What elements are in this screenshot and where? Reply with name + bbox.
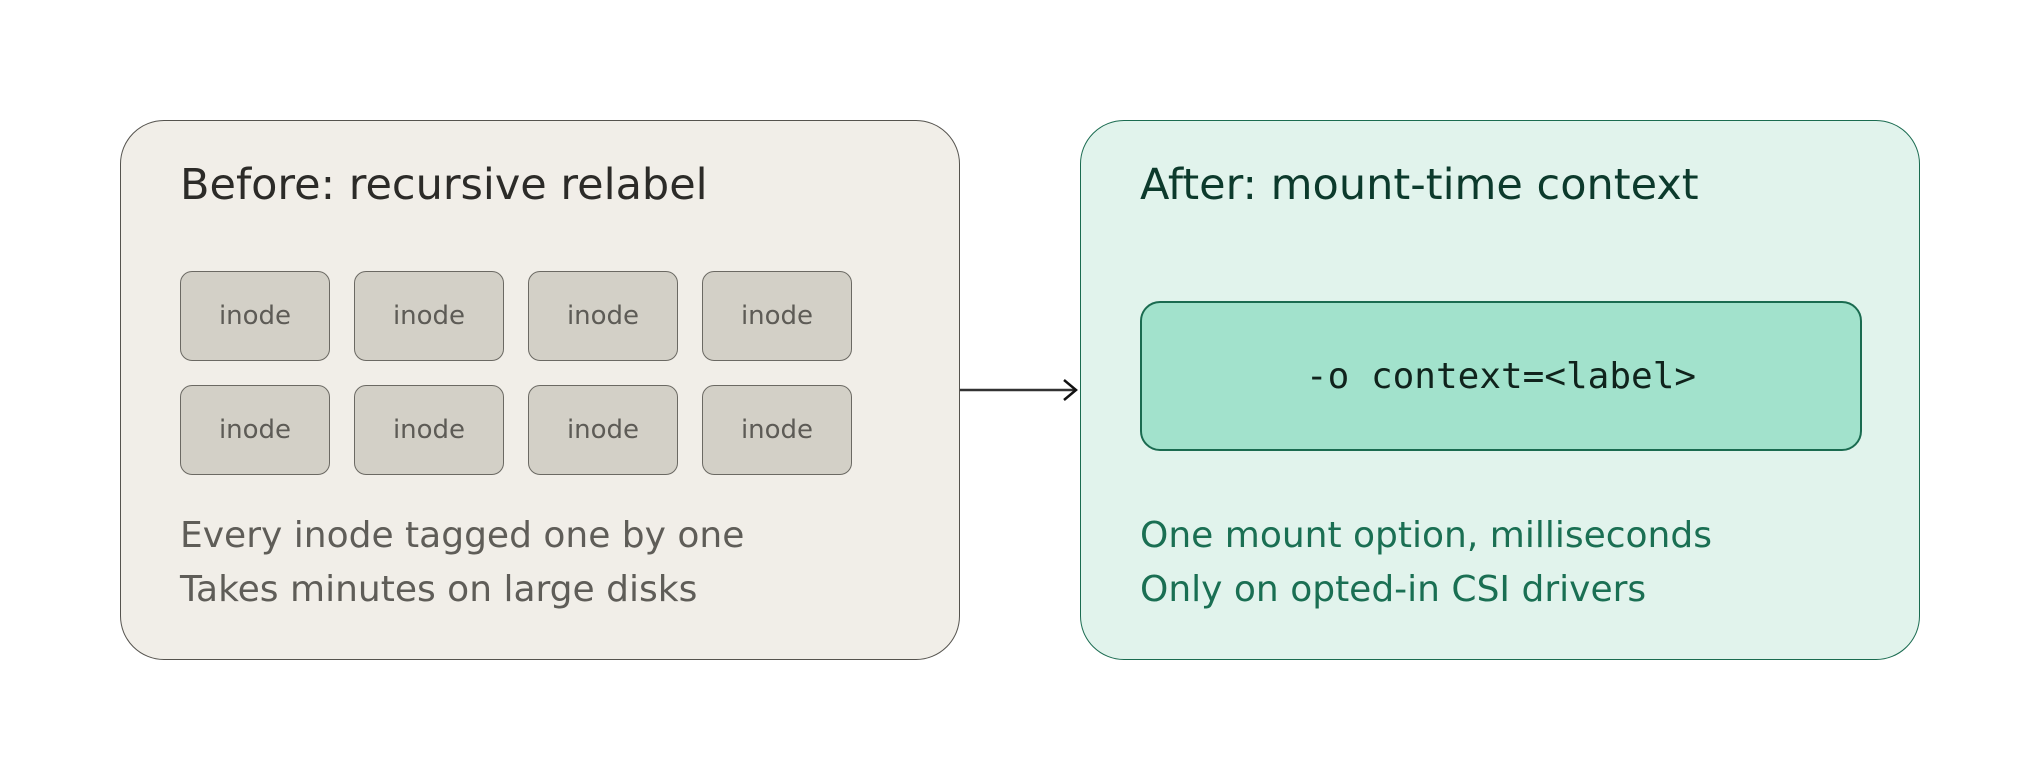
inode-box: inode (180, 271, 330, 361)
transition-arrow-icon (960, 379, 1078, 401)
before-description: Every inode tagged one by one Takes minu… (180, 509, 744, 617)
after-description: One mount option, milliseconds Only on o… (1140, 509, 1712, 617)
before-line-1: Every inode tagged one by one (180, 515, 745, 556)
before-title: Before: recursive relabel (180, 160, 708, 210)
inode-box: inode (180, 385, 330, 475)
mount-option-box: -o context=<label> (1140, 301, 1862, 451)
inode-box: inode (354, 271, 504, 361)
after-line-2: Only on opted-in CSI drivers (1140, 569, 1647, 610)
before-panel: Before: recursive relabel inode inode in… (120, 120, 960, 660)
after-title: After: mount-time context (1140, 160, 1699, 210)
inode-grid: inode inode inode inode inode inode inod… (180, 271, 852, 475)
after-panel: After: mount-time context -o context=<la… (1080, 120, 1920, 660)
inode-box: inode (528, 271, 678, 361)
inode-box: inode (354, 385, 504, 475)
inode-box: inode (702, 385, 852, 475)
after-line-1: One mount option, milliseconds (1140, 515, 1712, 556)
inode-box: inode (528, 385, 678, 475)
inode-box: inode (702, 271, 852, 361)
before-line-2: Takes minutes on large disks (180, 569, 698, 610)
